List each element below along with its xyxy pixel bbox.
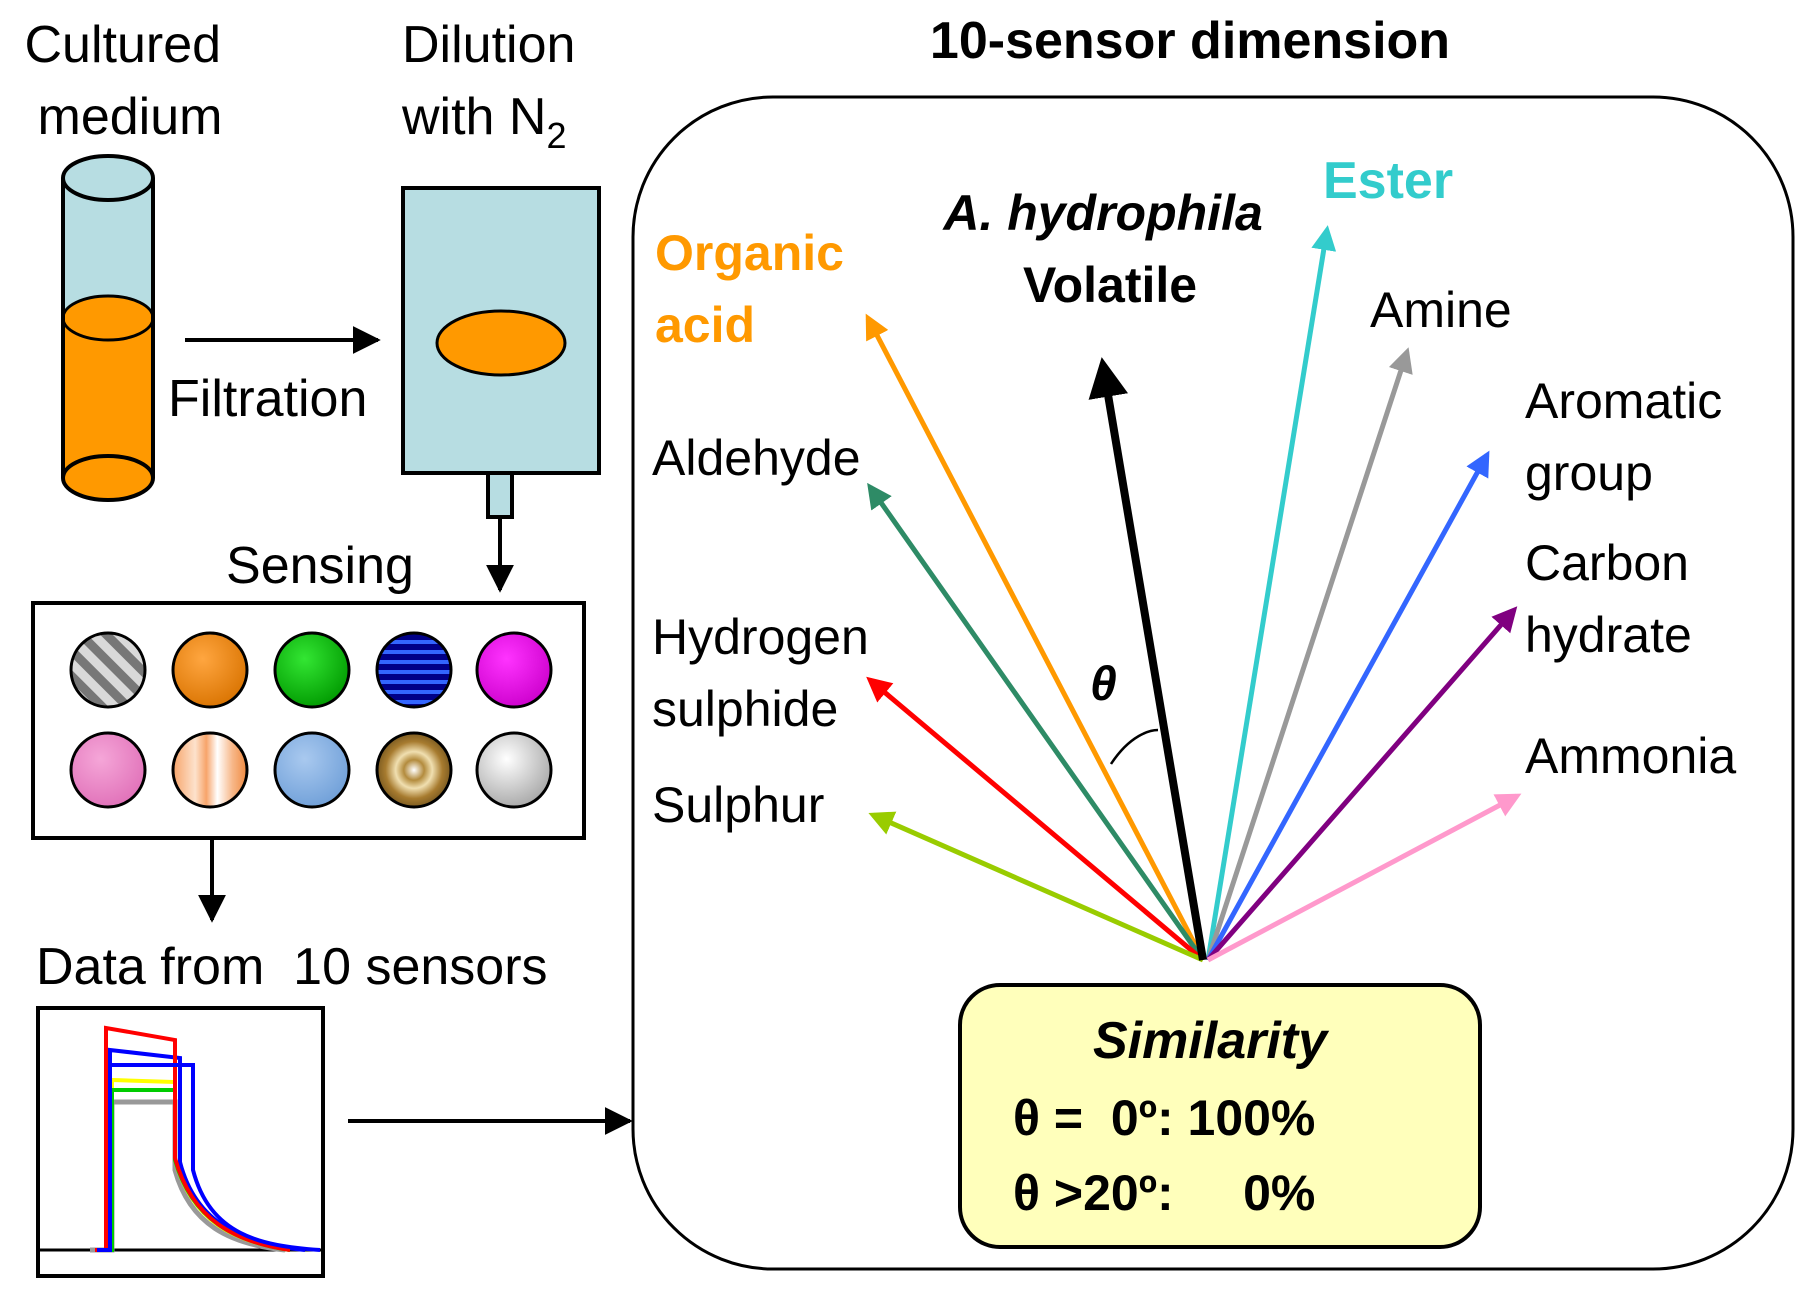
sensing-label: Sensing [226, 537, 414, 595]
carbon-hydrate-label: Carbon hydrate [1525, 535, 1703, 663]
vector-space-title: 10-sensor dimension [930, 12, 1450, 70]
similarity-title: Similarity [1093, 1012, 1330, 1070]
sensor-4 [375, 631, 453, 709]
carbon-hydrate-vector [1206, 606, 1518, 962]
a-hydrophila-vector [1088, 357, 1207, 961]
sensor-10 [475, 731, 553, 809]
hydrogen-sulphide-vector [866, 676, 1205, 962]
sulphur-label: Sulphur [652, 777, 824, 833]
amine-vector [1205, 347, 1413, 961]
medium-label: Cultured medium [24, 16, 235, 146]
vector-space-frame [631, 95, 1795, 1271]
sensor-9 [375, 731, 453, 809]
hydrogen-sulphide-label: Hydrogen sulphide [652, 609, 883, 737]
amine-label: Amine [1370, 282, 1512, 338]
sensor-array [31, 601, 586, 840]
similarity-row-1: θ = 0º: 100% [1013, 1090, 1315, 1146]
dilution-with-label: with N2 [401, 88, 567, 156]
sensor-7 [171, 731, 249, 809]
theta-arc [1109, 728, 1159, 765]
aromatic-group-vector [1205, 450, 1490, 962]
organic-acid-vector [865, 313, 1206, 962]
similarity-box: Similarity θ = 0º: 100% θ >20º: 0% [958, 983, 1482, 1249]
ammonia-vector [1206, 793, 1522, 963]
organic-acid-label: Organic acid [655, 225, 858, 353]
sensor-6 [69, 731, 147, 809]
filtration-label: Filtration [168, 370, 367, 428]
sensor-8 [273, 731, 351, 809]
dilution-label: Dilution [402, 16, 575, 74]
sensor-3 [273, 631, 351, 709]
ester-vector [1205, 225, 1337, 961]
sensor-response-plot [36, 1006, 325, 1278]
ammonia-label: Ammonia [1525, 728, 1736, 784]
aldehyde-vector [867, 482, 1206, 962]
pipeline: Cultured medium Filtration Dilution with… [24, 16, 633, 1278]
theta-label: θ [1090, 658, 1117, 711]
sensor-5 [475, 631, 553, 709]
dilution-chamber [401, 186, 601, 519]
ester-label: Ester [1323, 152, 1453, 210]
vector-space: 10-sensor dimension θ A. hydrophila Vola… [631, 12, 1795, 1271]
culture-tube [61, 154, 155, 502]
aromatic-group-label: Aromatic group [1525, 373, 1736, 501]
data-label: Data from 10 sensors [36, 938, 548, 996]
odor-vectors [865, 225, 1522, 963]
sensor-1 [69, 631, 147, 709]
sulphur-vector [868, 811, 1205, 963]
target-label: A. hydrophila Volatile [941, 185, 1276, 313]
aldehyde-label: Aldehyde [652, 430, 861, 486]
similarity-row-2: θ >20º: 0% [1013, 1165, 1315, 1221]
sensor-2 [171, 631, 249, 709]
